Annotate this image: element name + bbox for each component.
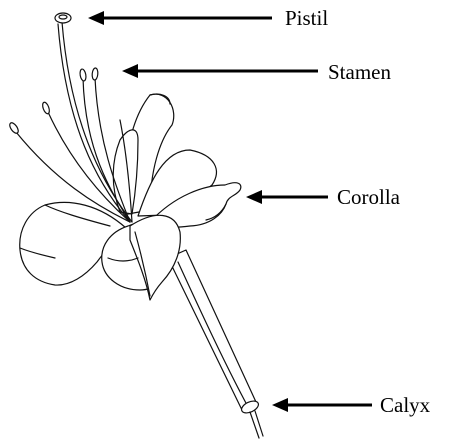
calyx-arrow (272, 398, 372, 412)
corolla-arrow (246, 190, 328, 204)
calyx-tube (168, 250, 263, 438)
stamens (8, 68, 132, 222)
pistil-arrow (88, 11, 272, 25)
corolla-label: Corolla (337, 185, 401, 209)
corolla-back-petals (113, 94, 241, 227)
calyx-label: Calyx (380, 393, 431, 417)
stamen-label: Stamen (328, 60, 391, 84)
pistil-label: Pistil (285, 6, 328, 30)
stamen-arrow (122, 64, 318, 78)
